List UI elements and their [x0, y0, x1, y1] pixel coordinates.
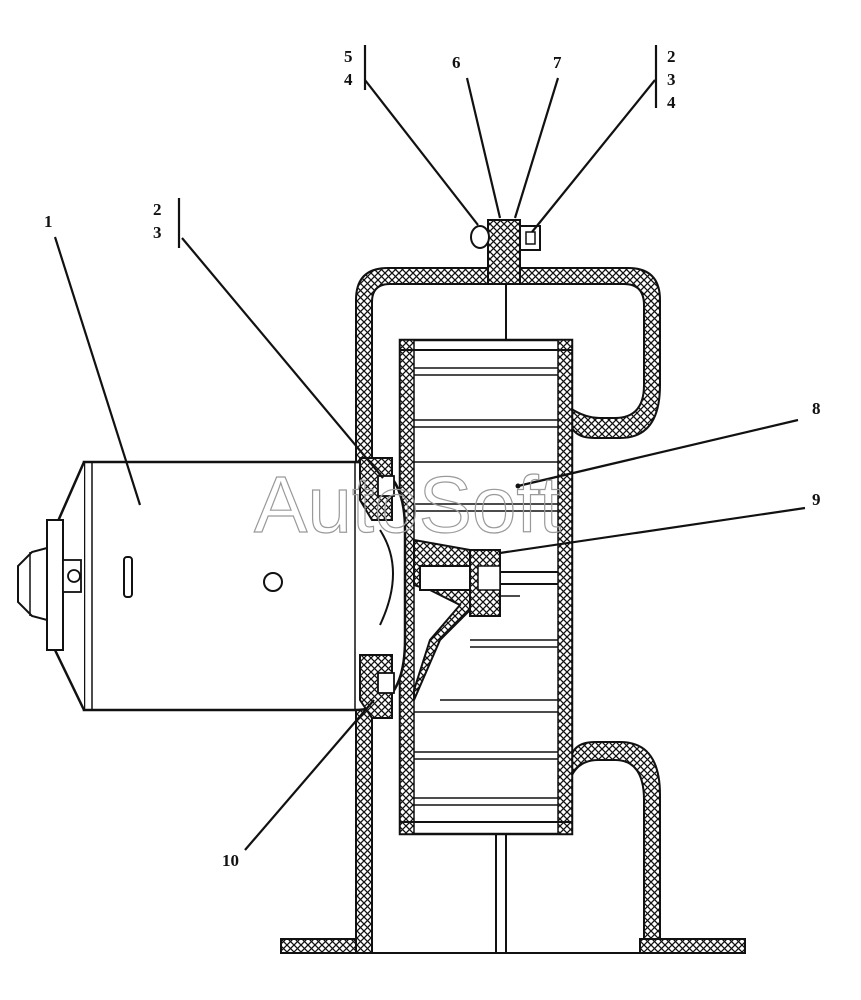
leader-9	[499, 506, 806, 555]
neck-bolt-left	[470, 225, 490, 249]
neck-nut-right	[519, 225, 541, 251]
callout-3-right: 3	[667, 70, 676, 89]
leader-lines	[53, 45, 806, 851]
electric-motor	[17, 457, 407, 719]
leader-8	[517, 418, 799, 488]
watermark-text: AutoSoft	[254, 460, 561, 549]
callout-4-left: 4	[344, 70, 353, 89]
motor-end-cap	[46, 519, 64, 651]
callout-9: 9	[812, 490, 821, 509]
leader-5-4	[364, 79, 479, 226]
impeller	[398, 338, 574, 836]
motor-front-dome	[379, 529, 394, 626]
callout-labels: 1 2 3 5 4 6 7 2 3 4 8 9 10	[44, 47, 821, 870]
callout-4-right: 4	[667, 93, 676, 112]
motor-screw-hole	[263, 572, 283, 592]
leader-2-3-left	[181, 237, 384, 479]
leader-2-3-4-right	[531, 79, 656, 233]
callout-2-right: 2	[667, 47, 676, 66]
callout-2-left: 2	[153, 200, 162, 219]
motor-bearing-boss	[17, 546, 48, 622]
leader-1	[53, 236, 142, 506]
base-flange-right	[639, 938, 746, 954]
callout-1: 1	[44, 212, 53, 231]
callout-8: 8	[812, 399, 821, 418]
leader-7	[513, 77, 560, 219]
housing-right-wall	[568, 741, 661, 940]
lower-mount-bracket	[359, 654, 393, 719]
base-flange-left	[280, 938, 368, 954]
upper-mount-bracket	[359, 457, 393, 521]
leader-6	[465, 77, 502, 219]
callout-6: 6	[452, 53, 461, 72]
motor-nameplate-slot	[123, 556, 133, 598]
housing-neck	[487, 219, 521, 285]
callout-5: 5	[344, 47, 353, 66]
callout-10: 10	[222, 851, 239, 870]
callout-7: 7	[553, 53, 562, 72]
callout-3-left: 3	[153, 223, 162, 242]
leader-10	[244, 699, 375, 851]
blower-housing	[280, 219, 746, 954]
